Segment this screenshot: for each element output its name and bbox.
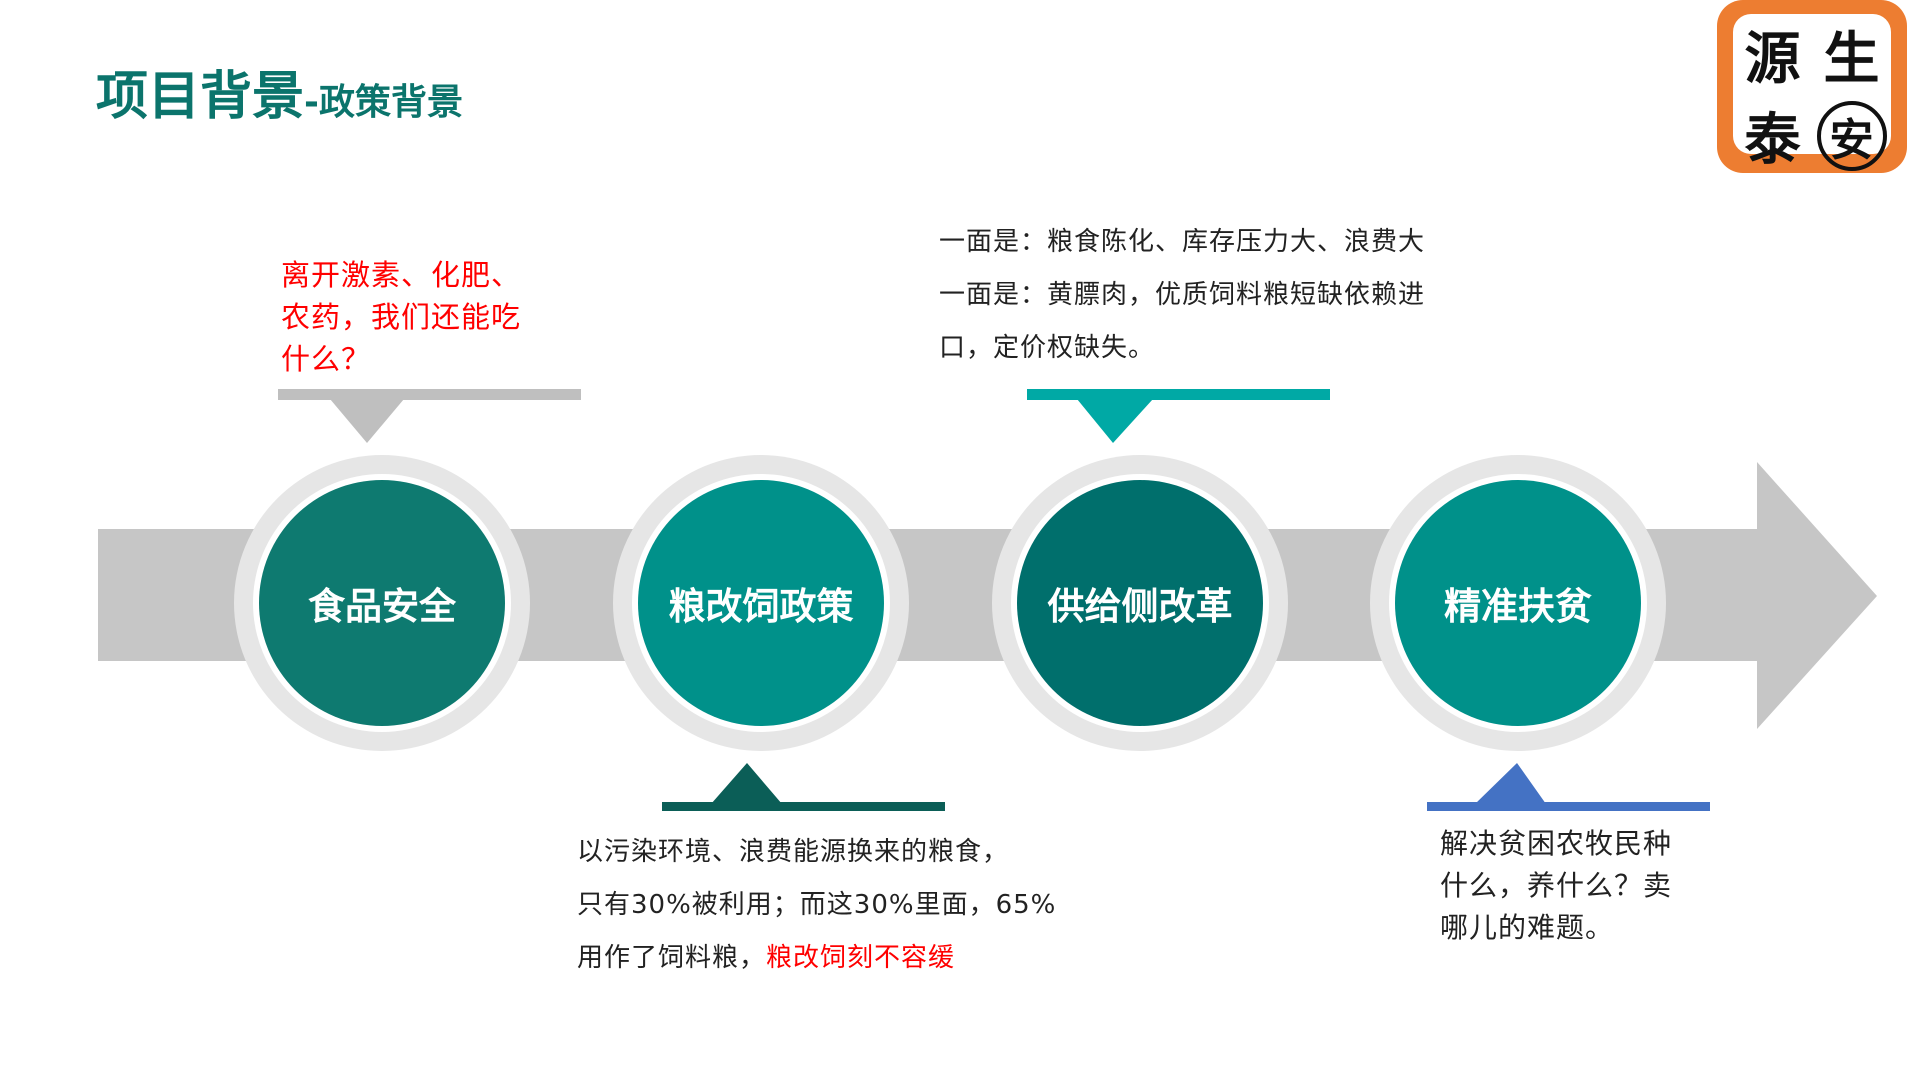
callout-line: 哪儿的难题。: [1440, 911, 1615, 944]
logo-char: 安: [1829, 114, 1874, 166]
callout-line: 口，定价权缺失。: [939, 333, 1156, 363]
title-sub: -政策背景: [304, 82, 463, 123]
stage-grain-to-feed: 粮改饲政策: [613, 455, 909, 751]
stage-label: 粮改饲政策: [638, 480, 884, 726]
callout-poverty-text: 解决贫困农牧民种 什么，养什么？卖 哪儿的难题。: [1440, 823, 1672, 949]
callout-line: 解决贫困农牧民种: [1440, 827, 1673, 860]
stage-label: 食品安全: [259, 480, 505, 726]
timeline-arrowhead: [1757, 462, 1877, 729]
stage-poverty-alleviation: 精准扶贫: [1370, 455, 1666, 751]
callout-marker-bar: [662, 802, 945, 811]
logo-char: 泰: [1744, 107, 1801, 173]
callout-line: 以污染环境、浪费能源换来的粮食，: [577, 837, 1010, 867]
callout-grain-to-feed-text: 以污染环境、浪费能源换来的粮食， 只有30%被利用；而这30%里面，65% 用作…: [577, 826, 1056, 985]
callout-line: 一面是：粮食陈化、库存压力大、浪费大: [939, 227, 1426, 257]
callout-line: 农药，我们还能吃: [281, 300, 522, 334]
callout-line: 什么？: [281, 342, 372, 376]
callout-line: 只有30%被利用；而这30%里面，65%: [577, 890, 1057, 920]
brand-logo: 源 生 泰 安: [1717, 0, 1907, 173]
callout-line: 用作了饲料粮，粮改饲刻不容缓: [577, 932, 1056, 985]
stage-label: 精准扶贫: [1395, 480, 1641, 726]
logo-char-circled: 安: [1816, 100, 1887, 171]
title-main: 项目背景: [96, 67, 305, 127]
stage-supply-side-reform: 供给侧改革: [992, 455, 1288, 751]
page-title: 项目背景-政策背景: [96, 54, 463, 129]
callout-pointer-down: [1077, 399, 1153, 443]
stage-label: 供给侧改革: [1017, 480, 1263, 726]
callout-line: 一面是：黄膘肉，优质饲料粮短缺依赖进: [939, 280, 1426, 310]
callout-line-text: 用作了饲料粮，: [577, 943, 767, 973]
callout-highlight: 粮改饲刻不容缓: [766, 943, 956, 973]
callout-marker-bar: [1027, 389, 1330, 400]
logo-char: 源: [1744, 26, 1801, 92]
callout-pointer-down: [330, 399, 404, 443]
callout-food-safety-text: 离开激素、化肥、 农药，我们还能吃 什么？: [281, 254, 521, 380]
callout-line: 离开激素、化肥、: [281, 258, 522, 292]
callout-marker-bar: [278, 389, 581, 400]
callout-line: 什么，养什么？卖: [1440, 869, 1673, 902]
callout-marker-bar: [1427, 802, 1710, 811]
logo-char: 生: [1823, 26, 1880, 92]
callout-pointer-up: [1475, 763, 1546, 804]
callout-supply-side-text: 一面是：粮食陈化、库存压力大、浪费大 一面是：黄膘肉，优质饲料粮短缺依赖进 口，…: [939, 216, 1425, 375]
callout-pointer-up: [711, 763, 782, 804]
stage-food-safety: 食品安全: [234, 455, 530, 751]
